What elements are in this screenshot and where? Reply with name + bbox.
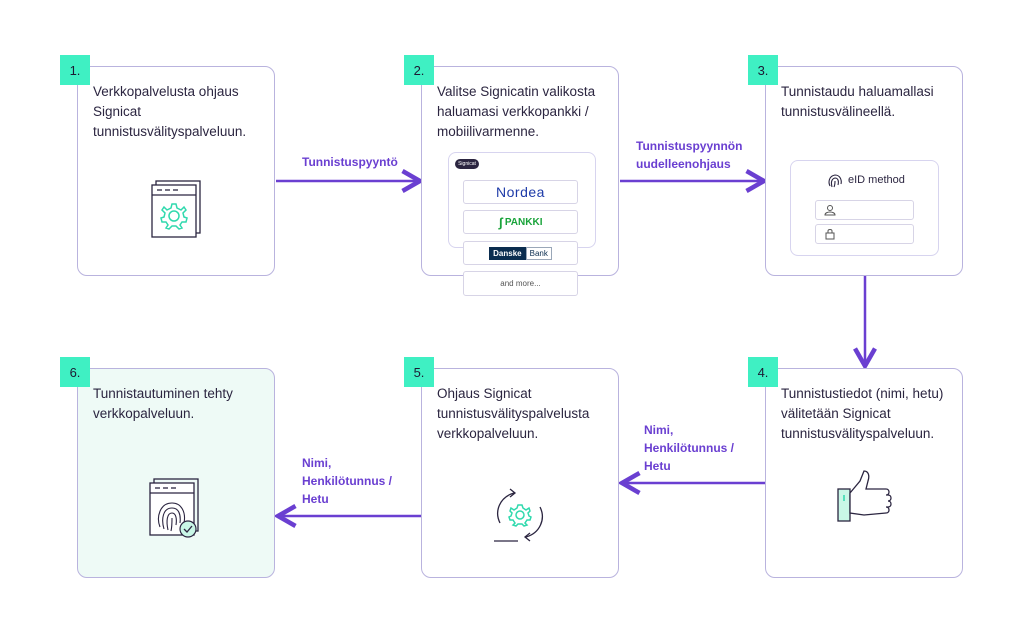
browser-fingerprint-check-icon xyxy=(149,478,199,538)
step-3-badge: 3. xyxy=(748,55,778,85)
step-1-card: Verkkopalvelusta ohjaus Signicat tunnist… xyxy=(77,66,275,276)
arrow-label-1-2: Tunnistuspyyntö xyxy=(302,155,398,169)
arrow-label-4-5-line2: Henkilötunnus / xyxy=(644,441,734,455)
signicat-logo: Signicat xyxy=(455,159,479,169)
nordea-label: Nordea xyxy=(496,184,545,200)
browser-gear-icon xyxy=(151,180,201,238)
nordea-option[interactable]: Nordea xyxy=(463,180,578,204)
user-icon xyxy=(824,205,836,216)
step-6-badge: 6. xyxy=(60,357,90,387)
danske-label: Danske xyxy=(489,246,526,260)
step-1-badge: 1. xyxy=(60,55,90,85)
arrow-label-5-6-line2: Henkilötunnus / xyxy=(302,474,392,488)
step-6-card: Tunnistautuminen tehty verkkopalveluun. xyxy=(77,368,275,578)
step-2-text: Valitse Signicatin valikosta haluamasi v… xyxy=(437,84,596,139)
step-4-card: Tunnistustiedot (nimi, hetu) välitetään … xyxy=(765,368,963,578)
step-4-badge: 4. xyxy=(748,357,778,387)
arrow-label-5-6-line3: Hetu xyxy=(302,492,329,506)
lock-icon xyxy=(825,229,835,240)
arrow-label-4-5-line3: Hetu xyxy=(644,459,671,473)
step-1-text: Verkkopalvelusta ohjaus Signicat tunnist… xyxy=(93,84,247,139)
step-2-badge: 2. xyxy=(404,55,434,85)
bank-label: Bank xyxy=(525,246,552,260)
arrow-label-2-3-line1: Tunnistuspyynnön xyxy=(636,139,743,153)
danske-bank-option[interactable]: Danske Bank xyxy=(463,241,578,265)
step-4-text: Tunnistustiedot (nimi, hetu) välitetään … xyxy=(781,386,944,441)
fingerprint-icon xyxy=(828,174,842,188)
step-6-text: Tunnistautuminen tehty verkkopalveluun. xyxy=(93,386,233,421)
cycle-gear-icon xyxy=(494,488,543,542)
spankki-option[interactable]: ʃ PANKKI xyxy=(463,210,578,234)
username-field[interactable] xyxy=(815,200,914,220)
step-5-badge: 5. xyxy=(404,357,434,387)
more-options[interactable]: and more... xyxy=(463,271,578,296)
arrow-label-4-5-line1: Nimi, xyxy=(644,423,674,437)
step-5-text: Ohjaus Signicat tunnistusvälityspalvelus… xyxy=(437,386,590,441)
step-5-card: Ohjaus Signicat tunnistusvälityspalvelus… xyxy=(421,368,619,578)
eid-method-title: eID method xyxy=(848,174,905,186)
thumbs-up-icon xyxy=(837,470,892,522)
spankki-icon: ʃ xyxy=(498,214,503,230)
spankki-label: PANKKI xyxy=(504,216,543,228)
arrow-label-5-6-line1: Nimi, xyxy=(302,456,332,470)
password-field[interactable] xyxy=(815,224,914,244)
arrow-label-2-3-line2: uudelleenohjaus xyxy=(636,157,731,171)
more-label: and more... xyxy=(500,279,541,288)
step-3-text: Tunnistaudu haluamallasi tunnistusväline… xyxy=(781,84,934,119)
